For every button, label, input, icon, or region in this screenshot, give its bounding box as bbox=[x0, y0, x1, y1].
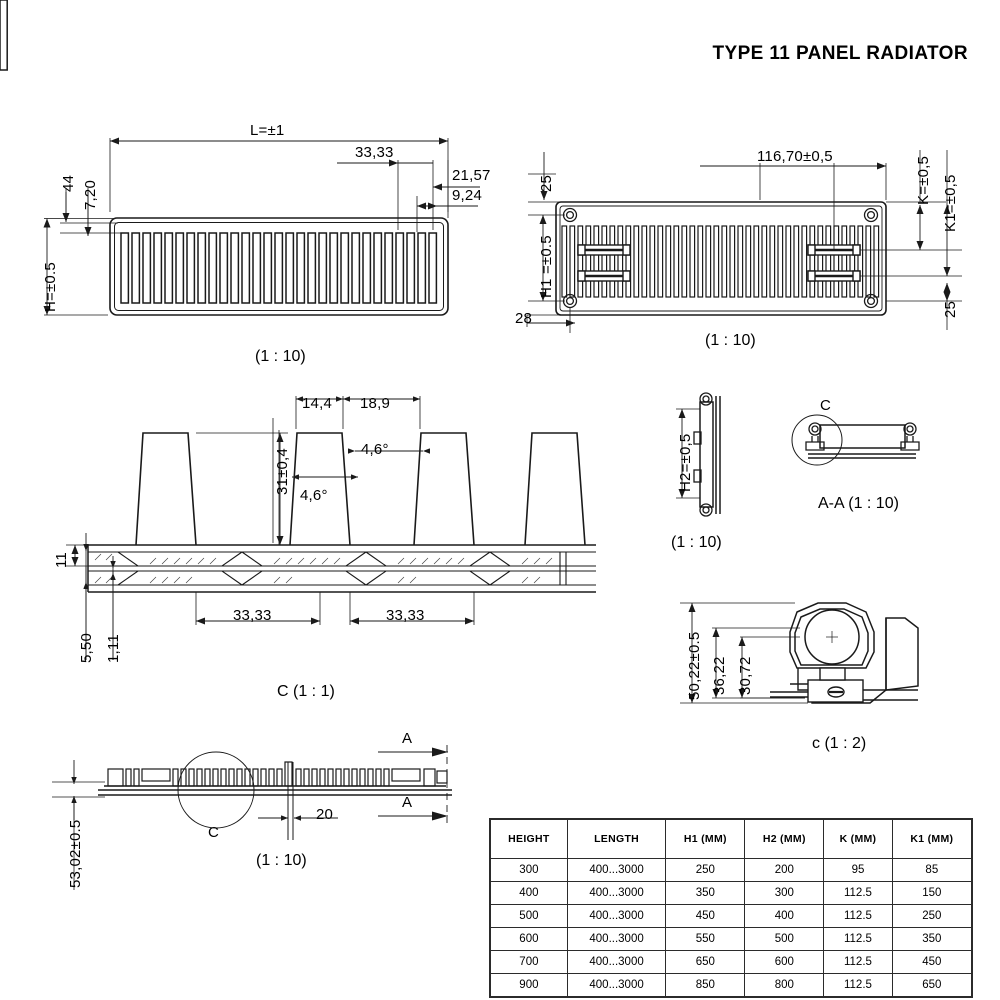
scale-front-view: (1 : 10) bbox=[255, 348, 306, 365]
cell-h2: 300 bbox=[744, 881, 825, 905]
dim-K: K=±0,5 bbox=[915, 155, 932, 205]
cell-height: 400 bbox=[488, 881, 568, 905]
scale-section-aa: A-A (1 : 10) bbox=[818, 495, 899, 512]
dim-H2: H2=±0,5 bbox=[677, 433, 694, 492]
cell-height: 900 bbox=[488, 973, 568, 998]
dim-11670: 116,70±0,5 bbox=[757, 148, 833, 165]
cell-h2: 200 bbox=[744, 858, 825, 882]
cell-height: 300 bbox=[488, 858, 568, 882]
dim-height-H: H=±0.5 bbox=[42, 262, 59, 312]
scale-rear-view: (1 : 10) bbox=[705, 332, 756, 349]
dim-H1: H1 =±0.5 bbox=[538, 235, 555, 298]
cell-k: 112.5 bbox=[823, 973, 893, 998]
dim-depth-5302: 53,02±0.5 bbox=[67, 819, 84, 888]
dim-3072: 30,72 bbox=[737, 656, 754, 695]
cell-k1: 350 bbox=[891, 927, 973, 951]
front-elevation-geometry bbox=[0, 0, 480, 316]
cell-length: 400...3000 bbox=[566, 973, 667, 998]
col-header-h1: H1 (MM) bbox=[665, 818, 746, 859]
cell-h1: 450 bbox=[665, 904, 746, 928]
dim-pitch-3333: 33,33 bbox=[355, 144, 394, 161]
scale-plan-view: (1 : 10) bbox=[256, 852, 307, 869]
dim-fin-height-31: 31±0,4 bbox=[274, 448, 291, 495]
dim-right-25: 25 bbox=[942, 300, 959, 318]
table-row: 600 400...3000 550 500 112.5 350 bbox=[488, 927, 973, 951]
cell-length: 400...3000 bbox=[566, 881, 667, 905]
cell-height: 500 bbox=[488, 904, 568, 928]
cell-h2: 500 bbox=[744, 927, 825, 951]
table-row: 400 400...3000 350 300 112.5 150 bbox=[488, 881, 973, 905]
dim-top-25: 25 bbox=[538, 174, 555, 192]
cell-h1: 250 bbox=[665, 858, 746, 882]
cell-k: 112.5 bbox=[823, 927, 893, 951]
col-header-k1: K1 (MM) bbox=[891, 818, 973, 859]
col-header-length: LENGTH bbox=[566, 818, 667, 859]
cell-k1: 85 bbox=[891, 858, 973, 882]
section-marker-a-bottom: A bbox=[402, 794, 413, 811]
cell-k1: 250 bbox=[891, 904, 973, 928]
dim-3622: 36,22 bbox=[711, 656, 728, 695]
dim-28: 28 bbox=[515, 310, 533, 327]
dim-550: 5,50 bbox=[78, 633, 95, 663]
dim-44: 44 bbox=[60, 174, 77, 192]
cell-length: 400...3000 bbox=[566, 904, 667, 928]
dim-11: 11 bbox=[53, 552, 70, 568]
specification-table: HEIGHT LENGTH H1 (MM) H2 (MM) K (MM) K1 … bbox=[488, 818, 973, 998]
dim-720: 7,20 bbox=[82, 180, 99, 210]
plan-section-geometry bbox=[52, 745, 452, 890]
cell-height: 600 bbox=[488, 927, 568, 951]
col-header-k: K (MM) bbox=[823, 818, 893, 859]
scale-detail-c: C (1 : 1) bbox=[277, 683, 335, 700]
dim-angle-46-upper: 4,6° bbox=[361, 441, 389, 458]
cell-k: 112.5 bbox=[823, 881, 893, 905]
cell-h1: 650 bbox=[665, 950, 746, 974]
section-aa-geometry bbox=[791, 414, 920, 466]
cell-h1: 850 bbox=[665, 973, 746, 998]
cell-k: 95 bbox=[823, 858, 893, 882]
detail-c-geometry bbox=[66, 396, 596, 660]
cell-k1: 450 bbox=[891, 950, 973, 974]
col-header-h2: H2 (MM) bbox=[744, 818, 825, 859]
dim-length-L: L=±1 bbox=[250, 122, 285, 139]
dim-fin-gap-189: 18,9 bbox=[360, 395, 390, 412]
cell-k: 112.5 bbox=[823, 950, 893, 974]
table-row: 900 400...3000 850 800 112.5 650 bbox=[488, 973, 973, 998]
cell-h1: 550 bbox=[665, 927, 746, 951]
rear-elevation-geometry bbox=[526, 150, 962, 333]
dim-20: 20 bbox=[316, 806, 334, 823]
cell-length: 400...3000 bbox=[566, 927, 667, 951]
page-title: TYPE 11 PANEL RADIATOR bbox=[712, 43, 968, 64]
col-header-height: HEIGHT bbox=[488, 818, 568, 859]
section-marker-a-top: A bbox=[402, 730, 413, 747]
dim-pitch-right-3333: 33,33 bbox=[386, 607, 425, 624]
dim-924: 9,24 bbox=[452, 187, 482, 204]
cell-k: 112.5 bbox=[823, 904, 893, 928]
cell-length: 400...3000 bbox=[566, 950, 667, 974]
detail-callout-c-plan-label: C bbox=[208, 824, 220, 841]
cell-k1: 650 bbox=[891, 973, 973, 998]
dim-5022: 50,22±0.5 bbox=[686, 631, 703, 700]
table-header-row: HEIGHT LENGTH H1 (MM) H2 (MM) K (MM) K1 … bbox=[488, 818, 973, 859]
side-elevation-geometry bbox=[676, 392, 721, 517]
table-row: 300 400...3000 250 200 95 85 bbox=[488, 858, 973, 882]
cell-h1: 350 bbox=[665, 881, 746, 905]
table-row: 500 400...3000 450 400 112.5 250 bbox=[488, 904, 973, 928]
dim-111: 1,11 bbox=[105, 634, 122, 663]
dim-K1: K1=±0,5 bbox=[942, 174, 959, 232]
dim-fin-width-144: 14,4 bbox=[302, 395, 332, 412]
dim-angle-46-lower: 4,6° bbox=[300, 487, 328, 504]
cell-h2: 400 bbox=[744, 904, 825, 928]
cell-h2: 600 bbox=[744, 950, 825, 974]
scale-side-view: (1 : 10) bbox=[671, 534, 722, 551]
cell-length: 400...3000 bbox=[566, 858, 667, 882]
dim-pitch-left-3333: 33,33 bbox=[233, 607, 272, 624]
detail-c-bracket-geometry bbox=[680, 602, 919, 704]
detail-callout-c-label: C bbox=[820, 397, 832, 414]
cell-height: 700 bbox=[488, 950, 568, 974]
cell-k1: 150 bbox=[891, 881, 973, 905]
scale-detail-c-bracket: c (1 : 2) bbox=[812, 735, 867, 752]
cell-h2: 800 bbox=[744, 973, 825, 998]
table-row: 700 400...3000 650 600 112.5 450 bbox=[488, 950, 973, 974]
dim-2157: 21,57 bbox=[452, 167, 491, 184]
